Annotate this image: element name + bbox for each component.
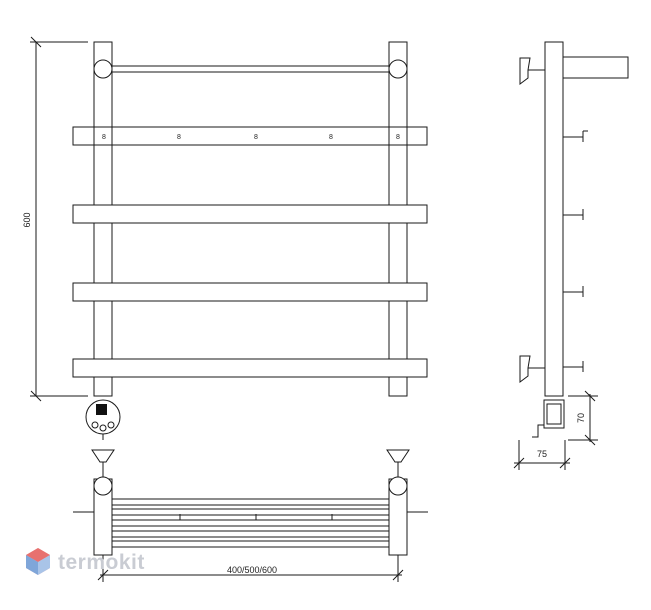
width-dimension — [97, 555, 404, 582]
bar-4 — [72, 358, 428, 378]
width-label: 400/500/600 — [227, 565, 277, 575]
right-rail-joint — [388, 59, 408, 79]
bar-2 — [72, 204, 428, 224]
upper-wall-mount — [519, 57, 531, 85]
top-shelf-bar-4 — [111, 530, 390, 538]
brand-logo: termokit — [24, 546, 145, 580]
top-shelf-bar-3 — [111, 519, 390, 527]
connection-height-label: 70 — [576, 413, 586, 423]
depth-dimension — [513, 440, 571, 470]
heater-cable — [532, 424, 544, 438]
left-rail-joint — [93, 59, 113, 79]
svg-text:8: 8 — [329, 134, 333, 141]
bar-1 — [72, 126, 428, 146]
top-shelf-bar-1 — [111, 498, 390, 506]
side-post — [544, 41, 564, 397]
connection-height-dimension — [568, 390, 598, 446]
brand-cube-icon — [26, 548, 50, 575]
depth-label: 75 — [537, 449, 547, 459]
svg-text:8: 8 — [102, 134, 106, 141]
height-dimension — [30, 36, 88, 402]
side-top-bracket — [562, 56, 629, 79]
svg-text:8: 8 — [254, 134, 258, 141]
top-view — [73, 449, 428, 582]
side-hook-2 — [563, 209, 584, 220]
top-left-mount — [91, 449, 115, 463]
thermostat-icon — [85, 399, 121, 440]
hook-markers: 8 8 8 8 8 — [102, 134, 400, 141]
side-hook-4 — [563, 361, 584, 372]
front-view: 8 8 8 8 8 — [30, 36, 428, 440]
height-label: 600 — [22, 212, 32, 227]
brand-name: termokit — [58, 551, 145, 574]
side-hook-3 — [563, 286, 584, 297]
top-right-mount — [386, 449, 410, 463]
top-shelf-bar-2 — [111, 508, 390, 516]
lower-wall-mount — [519, 355, 531, 383]
svg-text:8: 8 — [396, 134, 400, 141]
top-shelf-bar-5 — [111, 540, 390, 548]
bar-3 — [72, 282, 428, 302]
side-hook-1 — [563, 130, 588, 142]
side-view — [513, 41, 629, 470]
svg-text:8: 8 — [177, 134, 181, 141]
